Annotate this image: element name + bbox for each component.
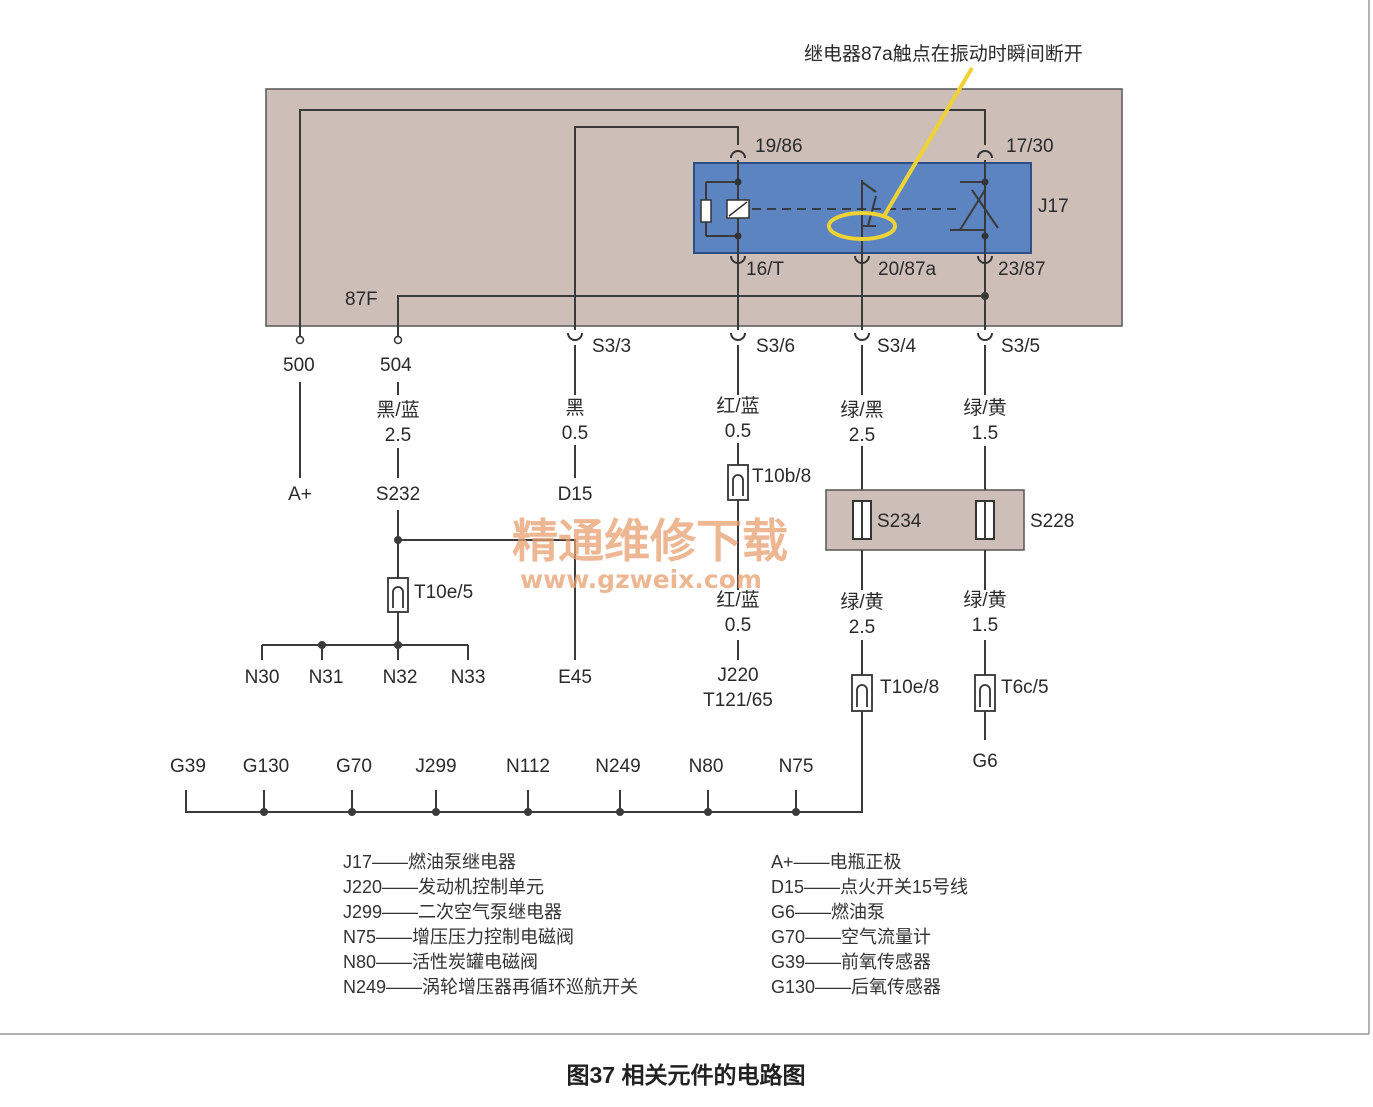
legend-left-item: J17——燃油泵继电器 bbox=[343, 852, 516, 872]
node-n31: N31 bbox=[309, 667, 344, 688]
legend-right-item: G6——燃油泵 bbox=[771, 902, 885, 922]
legend-left-item: N75——增压压力控制电磁阀 bbox=[343, 927, 574, 947]
bus-j299: J299 bbox=[415, 756, 456, 777]
node-n32: N32 bbox=[383, 667, 418, 688]
label-87f: 87F bbox=[345, 289, 378, 310]
node-e45: E45 bbox=[558, 667, 592, 688]
pin-20-87a: 20/87a bbox=[878, 259, 937, 280]
node-j220: J220 bbox=[717, 665, 758, 686]
legend-right-item: G39——前氧传感器 bbox=[771, 952, 931, 972]
junction-s232 bbox=[394, 536, 402, 544]
terminal-s3-6: S3/6 bbox=[756, 336, 795, 357]
terminal-500: 500 bbox=[283, 355, 315, 376]
wire-n-branch bbox=[261, 644, 469, 660]
annotation-pointer bbox=[882, 66, 974, 218]
legend-left-item: J299——二次空气泵继电器 bbox=[343, 902, 562, 922]
connector-t10b8-label: T10b/8 bbox=[752, 466, 811, 487]
terminal-s3-5: S3/5 bbox=[1001, 336, 1040, 357]
watermark-cn: 精通维修下载 bbox=[512, 514, 788, 568]
bus-n80: N80 bbox=[689, 756, 724, 777]
connector-t10b8 bbox=[727, 464, 749, 501]
wire-j220-color: 红/蓝 bbox=[716, 589, 759, 611]
fuse-s228-label: S228 bbox=[1030, 511, 1074, 532]
legend-left-item: J220——发动机控制单元 bbox=[343, 877, 544, 897]
pin-17-30: 17/30 bbox=[1006, 136, 1054, 157]
wire-s34-size: 2.5 bbox=[849, 425, 875, 446]
wire-504-color: 黑/蓝 bbox=[376, 399, 419, 421]
node-s232: S232 bbox=[376, 484, 420, 505]
wire-s33-to-86 bbox=[574, 126, 739, 330]
wire-s35-size: 1.5 bbox=[972, 423, 998, 444]
terminal-s3-3: S3/3 bbox=[592, 336, 631, 357]
bus-drops bbox=[260, 790, 800, 816]
wire-s228-color: 绿/黄 bbox=[963, 589, 1006, 611]
wire-87f-bus bbox=[397, 295, 985, 340]
legend-right-item: A+——电瓶正极 bbox=[771, 852, 902, 872]
wire-j220-size: 0.5 bbox=[725, 615, 751, 636]
legend-right-item: G130——后氧传感器 bbox=[771, 977, 941, 997]
connector-t6c5 bbox=[974, 674, 996, 712]
relay-internals bbox=[700, 178, 999, 240]
figure-caption: 图37 相关元件的电路图 bbox=[567, 1062, 806, 1088]
relay-name-label: J17 bbox=[1038, 196, 1069, 217]
connector-t10e5 bbox=[387, 577, 409, 613]
bus-n75: N75 bbox=[779, 756, 814, 777]
legend-right-item: D15——点火开关15号线 bbox=[771, 877, 968, 897]
wire-s33-color: 黑 bbox=[565, 398, 584, 419]
wire-s228-size: 1.5 bbox=[972, 615, 998, 636]
node-n33: N33 bbox=[451, 667, 486, 688]
wire-s36-color: 红/蓝 bbox=[716, 395, 759, 417]
node-n30: N30 bbox=[245, 667, 280, 688]
wire-s36-size: 0.5 bbox=[725, 421, 751, 442]
wire-s232-to-e45 bbox=[398, 539, 576, 660]
contact-87a-highlight bbox=[827, 211, 897, 241]
bus-g70: G70 bbox=[336, 756, 372, 777]
node-d15: D15 bbox=[558, 484, 593, 505]
legend-right-item: G70——空气流量计 bbox=[771, 927, 931, 947]
legend-left-item: N249——涡轮增压器再循环巡航开关 bbox=[343, 977, 638, 997]
bus-n112: N112 bbox=[506, 756, 550, 777]
pin-16-t: 16/T bbox=[746, 259, 784, 280]
annotation-text: 继电器87a触点在振动时瞬间断开 bbox=[804, 43, 1083, 65]
legend-right: A+——电瓶正极 D15——点火开关15号线 G6——燃油泵 G70——空气流量… bbox=[771, 852, 968, 997]
wire-s234-color: 绿/黄 bbox=[840, 591, 883, 613]
wire-s33-size: 0.5 bbox=[562, 423, 588, 444]
bus-g39: G39 bbox=[170, 756, 206, 777]
bus-g130: G130 bbox=[243, 756, 289, 777]
bus-n249: N249 bbox=[595, 756, 640, 777]
module-terminals bbox=[295, 335, 403, 345]
junction-n32 bbox=[394, 641, 402, 649]
node-g6: G6 bbox=[972, 751, 997, 772]
node-t121-65: T121/65 bbox=[703, 690, 773, 711]
pin-19-86: 19/86 bbox=[755, 136, 803, 157]
connector-t10e8-label: T10e/8 bbox=[880, 677, 939, 698]
legend-left: J17——燃油泵继电器 J220——发动机控制单元 J299——二次空气泵继电器… bbox=[343, 852, 638, 997]
watermark-url: www.gzweix.com bbox=[520, 565, 762, 594]
wire-500-to-30 bbox=[299, 109, 986, 340]
terminal-504: 504 bbox=[380, 355, 412, 376]
connector-t10e5-label: T10e/5 bbox=[414, 582, 473, 603]
junction-n31 bbox=[318, 641, 326, 649]
node-a-plus: A+ bbox=[288, 484, 312, 505]
terminal-s3-4: S3/4 bbox=[877, 336, 917, 357]
relay-pin-connectors bbox=[730, 150, 993, 264]
wire-s35-color: 绿/黄 bbox=[963, 397, 1006, 419]
connector-t10e8 bbox=[851, 674, 873, 712]
legend-left-item: N80——活性炭罐电磁阀 bbox=[343, 952, 538, 972]
wire-s234-size: 2.5 bbox=[849, 617, 875, 638]
module-plug-terminals bbox=[567, 332, 993, 341]
wire-504-size: 2.5 bbox=[385, 425, 411, 446]
fuse-s234-label: S234 bbox=[877, 511, 922, 532]
pin-23-87: 23/87 bbox=[998, 259, 1046, 280]
connector-t6c5-label: T6c/5 bbox=[1001, 677, 1049, 698]
wire-s34-color: 绿/黑 bbox=[840, 399, 883, 421]
